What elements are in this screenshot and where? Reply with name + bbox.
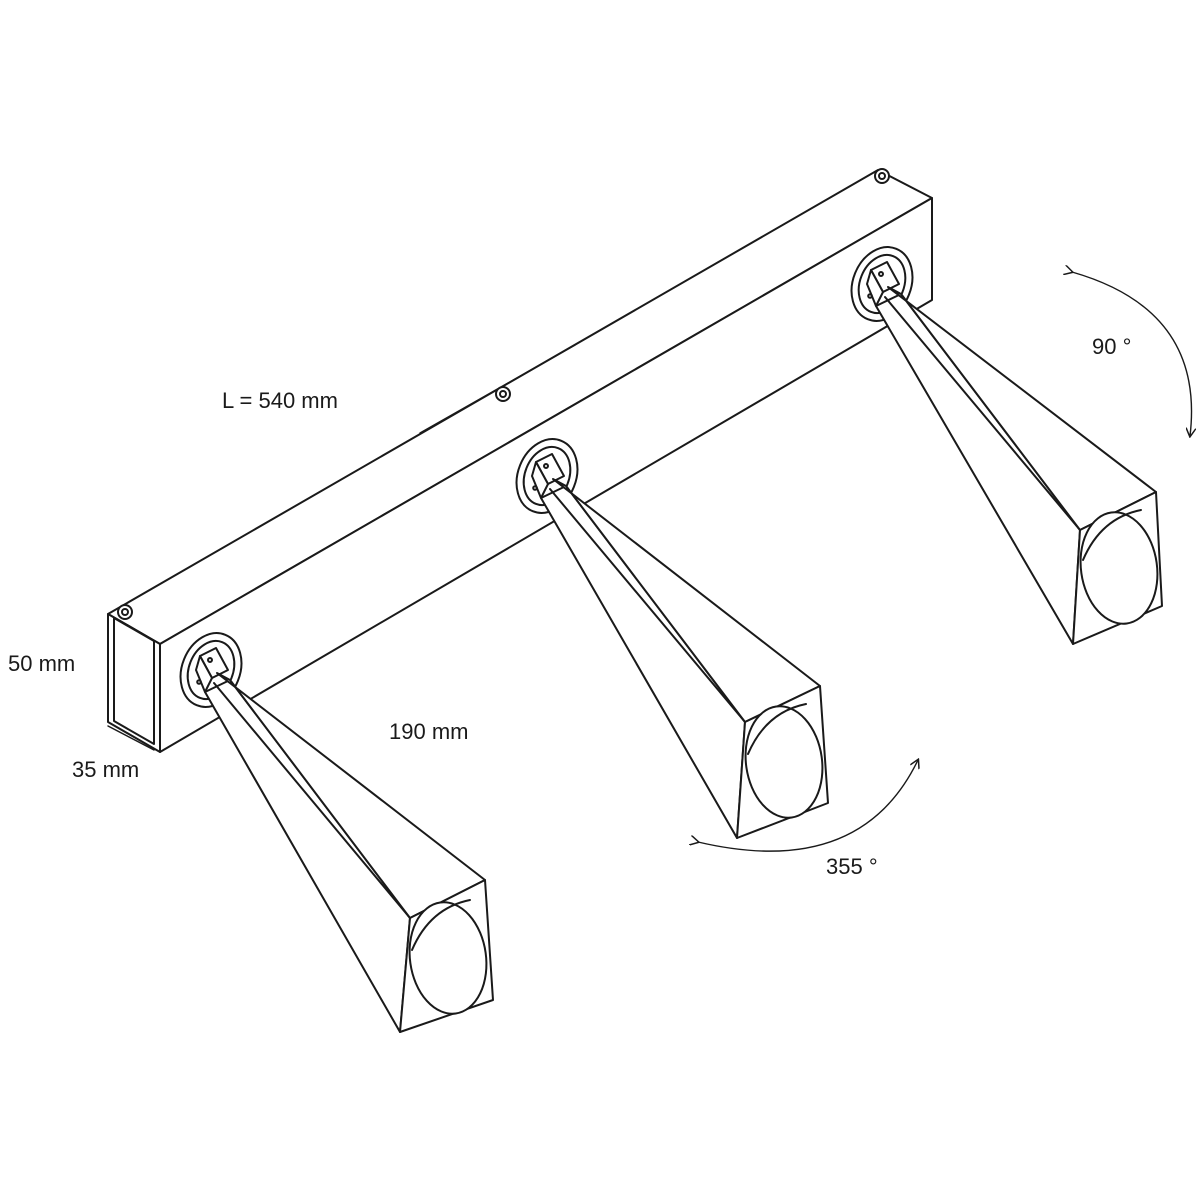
bar-end-inner-edge (113, 617, 155, 745)
bar-end-bottom-edge (107, 725, 155, 751)
spacing-label: 190 mm (389, 719, 469, 744)
screw-left (117, 604, 133, 620)
rotation-arrow (698, 760, 918, 852)
screw-center (495, 386, 511, 402)
tilt-arrow (1072, 272, 1192, 436)
screw-right (874, 168, 890, 184)
swivel-joint (531, 453, 565, 499)
rotation-angle-label: 355 ° (826, 854, 878, 879)
spotlight-center (515, 438, 829, 839)
spotlight-right (850, 246, 1163, 645)
length-label: L = 540 mm (222, 388, 338, 413)
lamp-lens (1079, 509, 1159, 625)
tilt-angle-label: 90 ° (1092, 334, 1132, 359)
depth-label: 35 mm (72, 757, 140, 782)
lamp-lens (408, 899, 488, 1015)
spotlight-left (179, 632, 494, 1033)
height-label: 50 mm (8, 651, 76, 676)
